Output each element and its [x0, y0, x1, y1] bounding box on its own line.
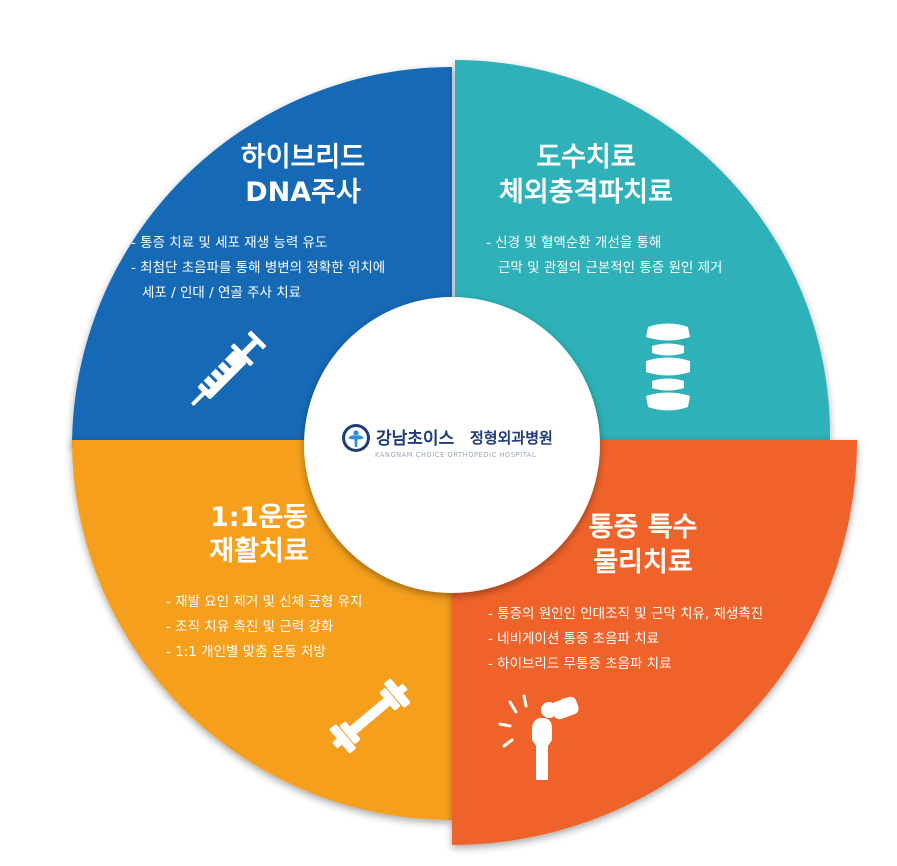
- joint-pain-icon: [498, 694, 579, 780]
- quadrant-bottom-right-title-1: 통증 특수: [589, 512, 698, 543]
- spine-icon: [646, 323, 690, 411]
- quadrant-bottom-left-bullet: - 조직 치유 촉진 및 근력 강화: [166, 619, 333, 635]
- quadrant-top-right-bullet: - 신경 및 혈액순환 개선을 통해: [486, 235, 661, 251]
- logo-name-sub: 정형외과병원: [470, 429, 553, 447]
- logo-name-main: 강남초이스: [376, 429, 455, 449]
- quadrant-bottom-left-bullet: - 1:1 개인별 맞춤 운동 처방: [166, 644, 326, 660]
- quadrant-bottom-right-bullet: - 하이브리드 무통증 초음파 치료: [488, 656, 672, 672]
- center-circle: [304, 297, 600, 593]
- dumbbell-icon: [329, 678, 411, 754]
- logo-name-en: KANGNAM CHOICE ORTHOPEDIC HOSPITAL: [375, 451, 536, 459]
- hospital-emblem-icon: [342, 424, 370, 452]
- quadrant-bottom-left-title-2: 재활치료: [209, 536, 308, 567]
- quadrant-top-left-bullet: - 최첨단 초음파를 통해 병변의 정확한 위치에: [131, 260, 385, 276]
- quadrant-top-left-bullet: - 통증 치료 및 세포 재생 능력 유도: [131, 235, 327, 251]
- quadrant-top-right-title-2: 체외충격파치료: [499, 177, 673, 208]
- syringe-icon: [191, 330, 267, 406]
- quadrant-bottom-right-title-2: 물리치료: [593, 547, 692, 578]
- quadrant-bottom-right-bullet: - 네비게이션 통증 초음파 치료: [488, 631, 659, 647]
- quadrant-bottom-left-bullet: - 재발 요인 제거 및 신체 균형 유지: [166, 594, 362, 610]
- quadrant-bottom-right-bullet: - 통증의 원인인 인대조직 및 근막 치유, 재생촉진: [488, 606, 763, 622]
- quadrant-top-left-title-2: DNA주사: [245, 177, 361, 208]
- quadrant-top-right-title-1: 도수치료: [536, 142, 635, 173]
- quadrant-top-left-title-1: 하이브리드: [241, 142, 365, 173]
- quadrant-bottom-left-title-1: 1:1운동: [210, 502, 308, 533]
- quadrant-top-right-bullet: 근막 및 관절의 근본적인 통증 원인 제거: [498, 260, 722, 276]
- hospital-logo: 강남초이스 정형외과병원 KANGNAM CHOICE ORTHOPEDIC H…: [342, 424, 553, 459]
- quadrant-top-left-bullet: 세포 / 인대 / 연골 주사 치료: [142, 285, 301, 301]
